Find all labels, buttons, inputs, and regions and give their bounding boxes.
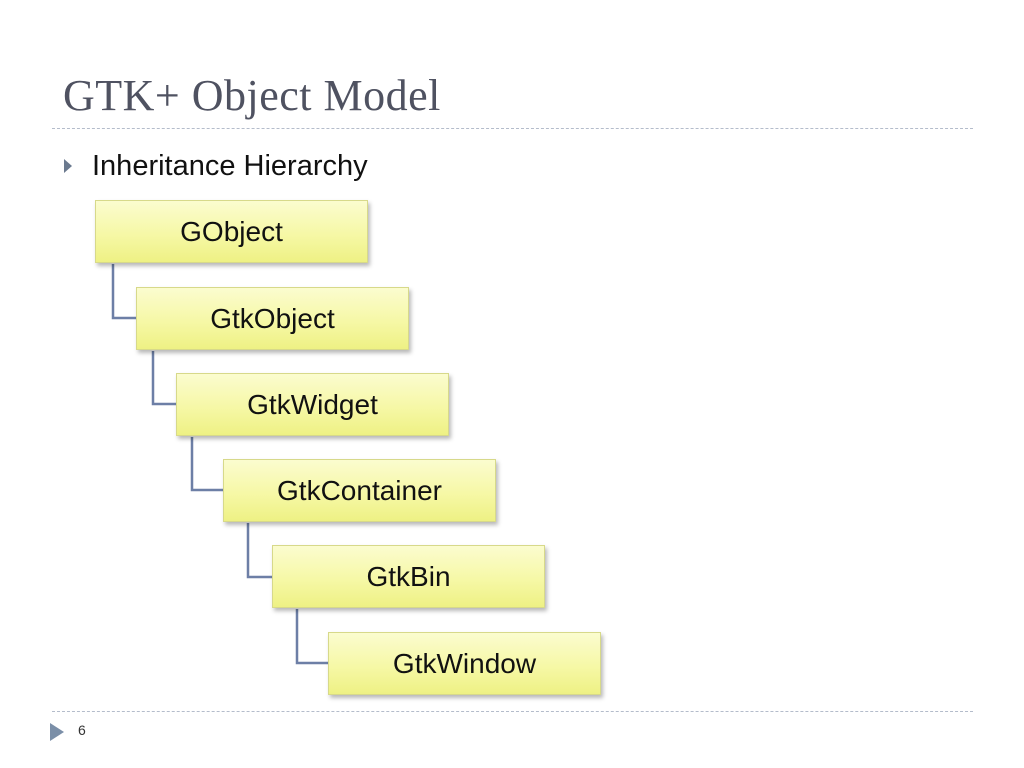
footer-divider	[52, 711, 973, 712]
node-gtkbin: GtkBin	[272, 545, 545, 608]
title-divider	[52, 128, 973, 129]
bullet-text: Inheritance Hierarchy	[92, 149, 368, 182]
edge-gtkbin-gtkwindow	[295, 609, 328, 665]
node-label: GtkObject	[210, 302, 335, 334]
edge-gtkobject-gtkwidget	[151, 351, 176, 406]
edge-gtkcontainer-gtkbin	[246, 523, 272, 579]
page-number: 6	[78, 722, 86, 738]
node-label: GtkWindow	[392, 647, 537, 679]
node-gtkobject: GtkObject	[136, 287, 409, 350]
triangle-right-icon	[50, 723, 64, 741]
edge-gtkwidget-gtkcontainer	[190, 437, 223, 492]
node-label: GObject	[180, 215, 283, 247]
node-gtkcontainer: GtkContainer	[223, 459, 496, 522]
node-gtkwidget: GtkWidget	[176, 373, 449, 436]
node-label: GtkWidget	[247, 388, 378, 420]
node-gtkwindow: GtkWindow	[328, 632, 601, 695]
edge-gobject-gtkobject	[111, 264, 136, 320]
node-label: GtkContainer	[277, 474, 442, 506]
node-gobject: GObject	[95, 200, 368, 263]
triangle-right-icon	[64, 159, 72, 173]
node-label: GtkBin	[366, 560, 451, 592]
bullet-item: Inheritance Hierarchy	[64, 146, 368, 186]
slide-title: GTK+ Object Model	[63, 71, 441, 120]
